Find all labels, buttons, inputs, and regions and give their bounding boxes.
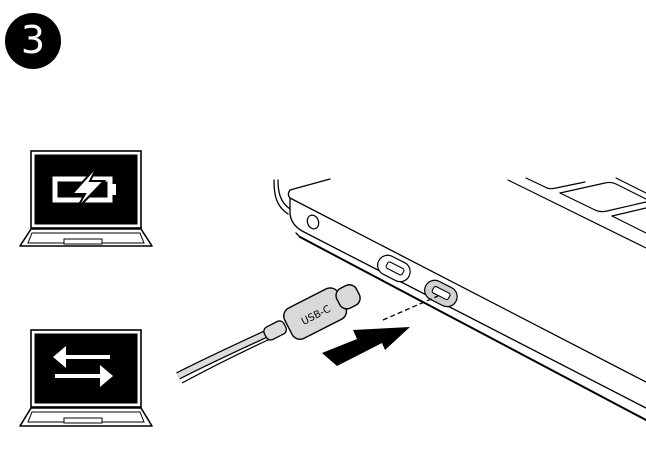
insert-direction-arrow [322,327,410,366]
insertion-guide-line [382,295,439,321]
laptop-charging-group [19,150,153,247]
arrow-left-icon [53,346,110,368]
lightning-bolt-icon [69,164,107,211]
usbc-cable [176,329,271,384]
usbc-strain-relief [263,320,288,341]
usbc-port-2-target [424,279,458,308]
step-number-badge: 3 [5,13,61,69]
audio-jack-port [306,214,320,230]
usbc-port-1 [377,254,411,283]
usbc-connector: USB-C [283,284,361,340]
step-number: 3 [20,18,46,62]
arrow-right-icon [55,365,113,387]
